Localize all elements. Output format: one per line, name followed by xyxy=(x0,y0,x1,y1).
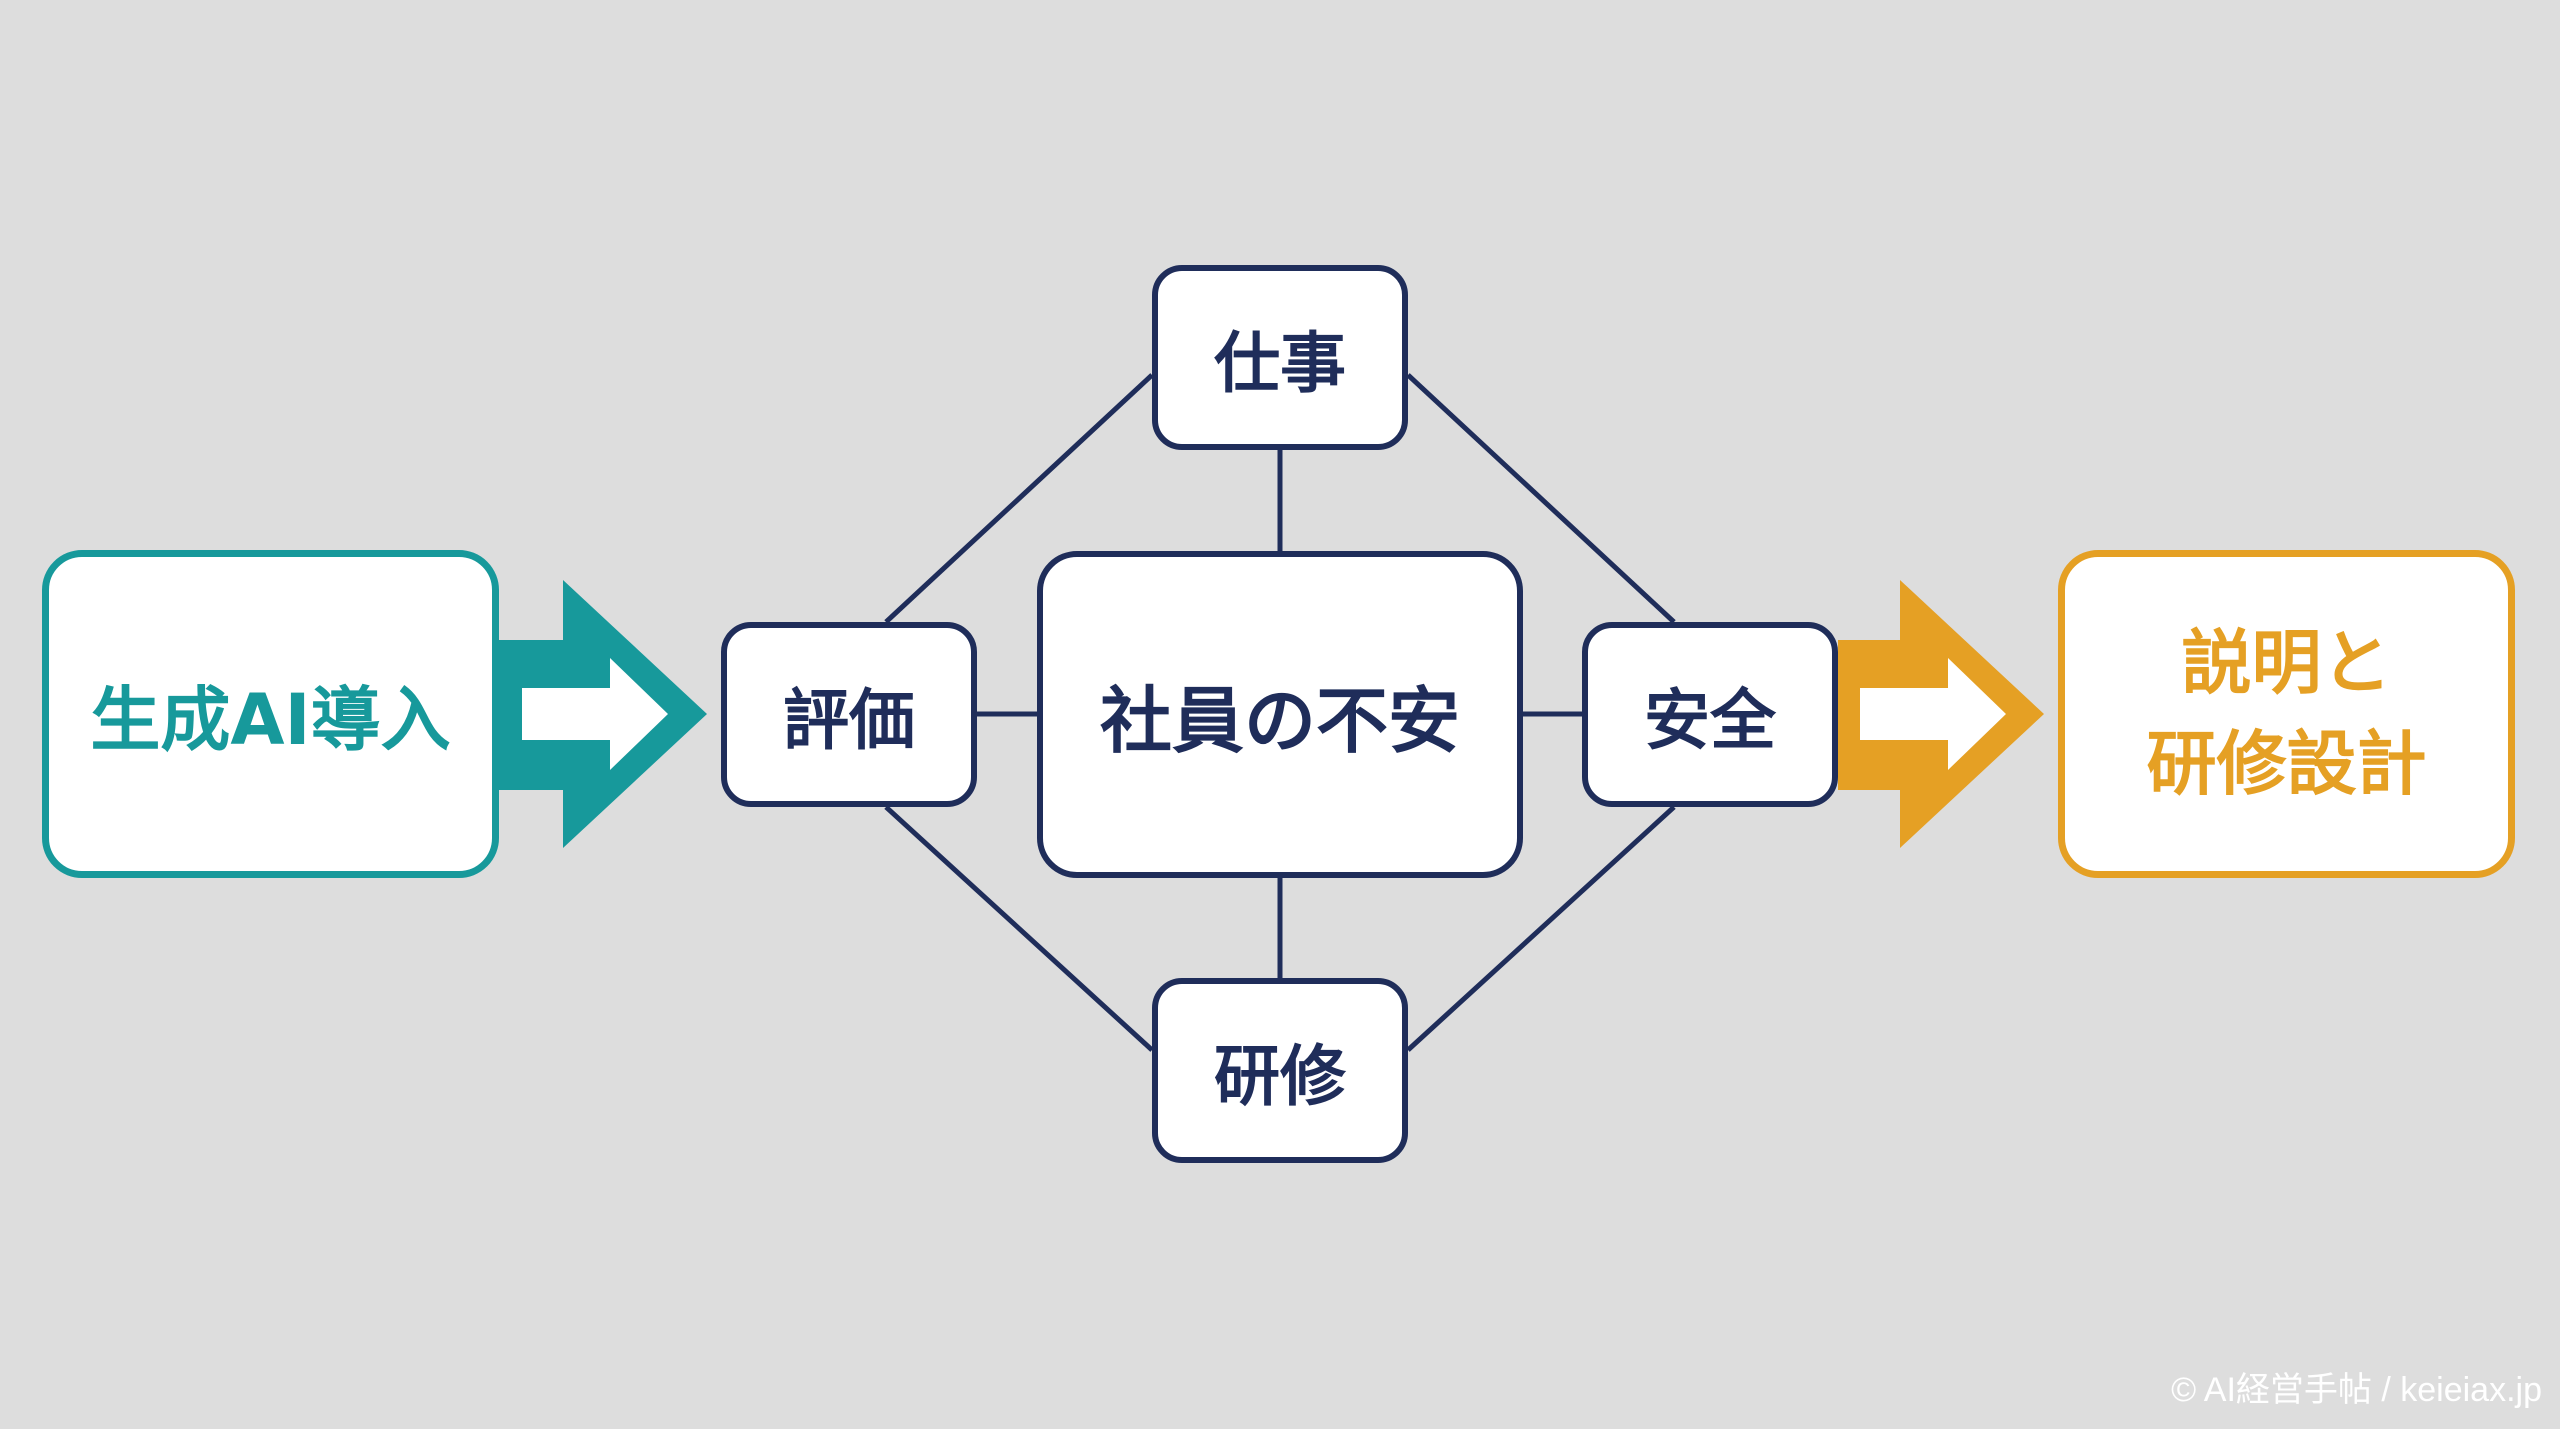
connector-left-bottom xyxy=(884,805,1154,1052)
center-node: 社員の不安 xyxy=(1037,551,1523,878)
output-label-line2: 研修設計 xyxy=(2146,723,2427,805)
factor-label-bottom: 研修 xyxy=(1214,1037,1346,1115)
input-box: 生成AI導入 xyxy=(42,550,499,878)
center-label: 社員の不安 xyxy=(1099,679,1460,763)
factor-label-top: 仕事 xyxy=(1214,324,1346,402)
factor-node-top: 仕事 xyxy=(1152,265,1408,450)
output-arrow xyxy=(1838,580,2044,848)
output-box: 説明と 研修設計 xyxy=(2058,550,2515,878)
connector-left-top xyxy=(884,373,1154,624)
input-arrow xyxy=(499,580,707,848)
connector-top-right xyxy=(1406,373,1676,624)
copyright-notice: © AI経営手帖 / keieiax.jp xyxy=(2171,1371,2542,1409)
input-label: 生成AI導入 xyxy=(90,678,451,761)
output-label-line1: 説明と xyxy=(2181,621,2392,704)
factor-label-right: 安全 xyxy=(1644,681,1776,759)
connector-bottom-right xyxy=(1406,805,1676,1052)
factor-node-left: 評価 xyxy=(721,622,977,807)
factor-label-left: 評価 xyxy=(783,681,915,759)
factor-node-bottom: 研修 xyxy=(1152,978,1408,1163)
factor-node-right: 安全 xyxy=(1582,622,1838,807)
